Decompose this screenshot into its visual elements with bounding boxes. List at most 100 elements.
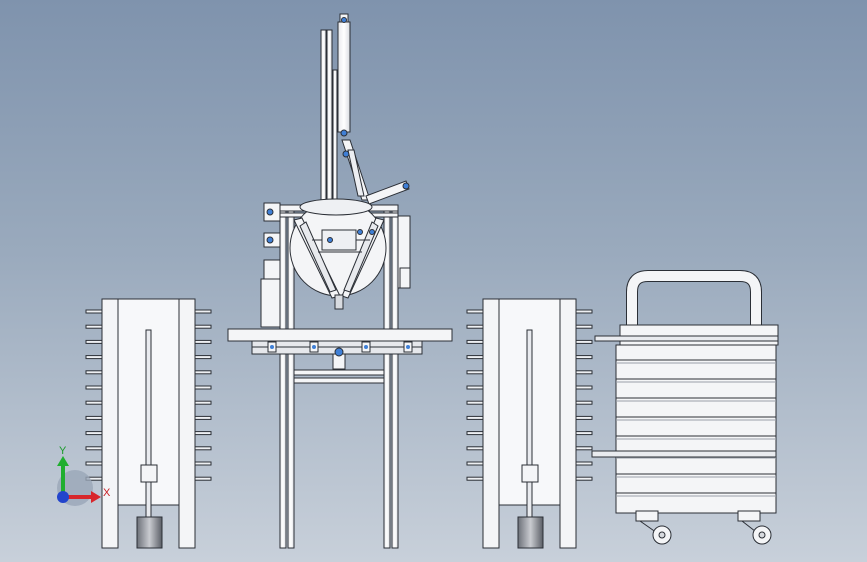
right-rack <box>466 298 593 549</box>
z-axis-origin-icon <box>57 491 69 503</box>
rack-pin <box>194 355 212 360</box>
center-frame <box>227 13 453 549</box>
cylinder-joint-icon <box>340 129 348 137</box>
top-cylinder <box>337 21 351 133</box>
left-rack-pins-right <box>194 309 212 481</box>
rack-pin <box>466 309 484 314</box>
rack-pin <box>575 461 593 466</box>
rack-pin <box>85 415 103 420</box>
rack-pin <box>194 324 212 329</box>
right-rack-slider-block <box>521 464 539 483</box>
rack-pin <box>194 476 212 481</box>
rack-pin <box>575 385 593 390</box>
vertical-mast-1 <box>320 29 327 207</box>
cart-shelves <box>616 359 776 497</box>
fitting-icon <box>270 345 274 349</box>
rack-pin <box>466 415 484 420</box>
left-control-box <box>260 278 281 328</box>
y-axis-label: Y <box>59 445 67 457</box>
rack-pin <box>85 385 103 390</box>
cart-body <box>615 344 777 514</box>
left-rack-slider-block <box>140 464 158 483</box>
right-rack-outer-left-post <box>482 298 500 549</box>
rail-fittings <box>267 341 413 353</box>
rack-pin <box>85 431 103 436</box>
rack-pin <box>466 476 484 481</box>
rack-pin <box>194 370 212 375</box>
right-side-bracket <box>399 267 411 289</box>
left-rack-pins-left <box>85 309 103 481</box>
robot-upper-arm <box>347 149 365 197</box>
left-sensor-bracket-low <box>263 259 281 281</box>
rack-pin <box>575 355 593 360</box>
frame-lower-crossbar-2 <box>293 377 385 384</box>
conveyor-motor-cap-icon <box>334 347 344 357</box>
left-rack-rod <box>145 329 152 466</box>
rack-pin <box>575 400 593 405</box>
rack-pin <box>575 370 593 375</box>
cart-side-rail-upper <box>594 335 779 342</box>
robot-base-top <box>299 198 373 216</box>
rack-pin <box>194 309 212 314</box>
rack-pin <box>194 415 212 420</box>
rack-pin <box>575 324 593 329</box>
rack-pin <box>575 339 593 344</box>
rack-pin <box>85 461 103 466</box>
end-effector <box>334 294 344 310</box>
rack-pin <box>85 324 103 329</box>
coordinate-triad[interactable]: Y X <box>57 445 111 506</box>
left-rack-weight <box>136 516 163 549</box>
rack-pin <box>466 370 484 375</box>
y-axis-arrowhead-icon <box>57 456 69 466</box>
rack-pin <box>575 415 593 420</box>
delta-arms <box>293 217 385 299</box>
rack-pin <box>194 461 212 466</box>
rack-pin <box>466 339 484 344</box>
rack-pin <box>194 431 212 436</box>
fitting-icon <box>406 345 410 349</box>
rack-pin <box>466 355 484 360</box>
left-rack <box>85 298 212 549</box>
cart-lid <box>619 324 779 346</box>
rack-pin <box>466 446 484 451</box>
table-plate <box>227 328 453 342</box>
rack-pin <box>85 339 103 344</box>
rack-pin <box>575 431 593 436</box>
cylinder-fitting-icon <box>341 17 347 23</box>
rack-pin <box>466 324 484 329</box>
rack-pin <box>85 355 103 360</box>
right-rack-rod-lower <box>526 481 533 519</box>
x-axis-label: X <box>103 487 111 499</box>
vertical-mast-2 <box>326 29 333 207</box>
rack-pin <box>194 385 212 390</box>
rack-pin <box>85 370 103 375</box>
left-rack-outer-left-post <box>101 298 119 549</box>
cart-caster-right <box>737 510 772 545</box>
rack-pin <box>194 339 212 344</box>
cart <box>591 270 779 545</box>
frame-left-leg-outer <box>279 204 287 549</box>
vertical-mast-3 <box>332 69 338 207</box>
right-rack-rod <box>526 329 533 466</box>
rack-pin <box>575 446 593 451</box>
left-rack-rod-lower <box>145 481 152 519</box>
fitting-icon <box>364 345 368 349</box>
rack-pin <box>85 400 103 405</box>
frame-right-leg-outer <box>391 204 399 549</box>
rack-pin <box>466 461 484 466</box>
sensor-icon-1 <box>266 208 274 216</box>
rack-pin <box>85 446 103 451</box>
cart-side-rail-lower <box>591 450 777 458</box>
rack-pin <box>194 400 212 405</box>
right-rack-pins-right <box>575 309 593 481</box>
rack-pin <box>466 400 484 405</box>
right-rack-outer-right-post <box>559 298 577 549</box>
rack-pin <box>466 385 484 390</box>
rack-pin <box>575 476 593 481</box>
frame-lower-crossbar <box>293 369 385 376</box>
left-rack-outer-right-post <box>178 298 196 549</box>
sensor-icon-2 <box>266 236 274 244</box>
cart-caster-left <box>635 510 672 545</box>
